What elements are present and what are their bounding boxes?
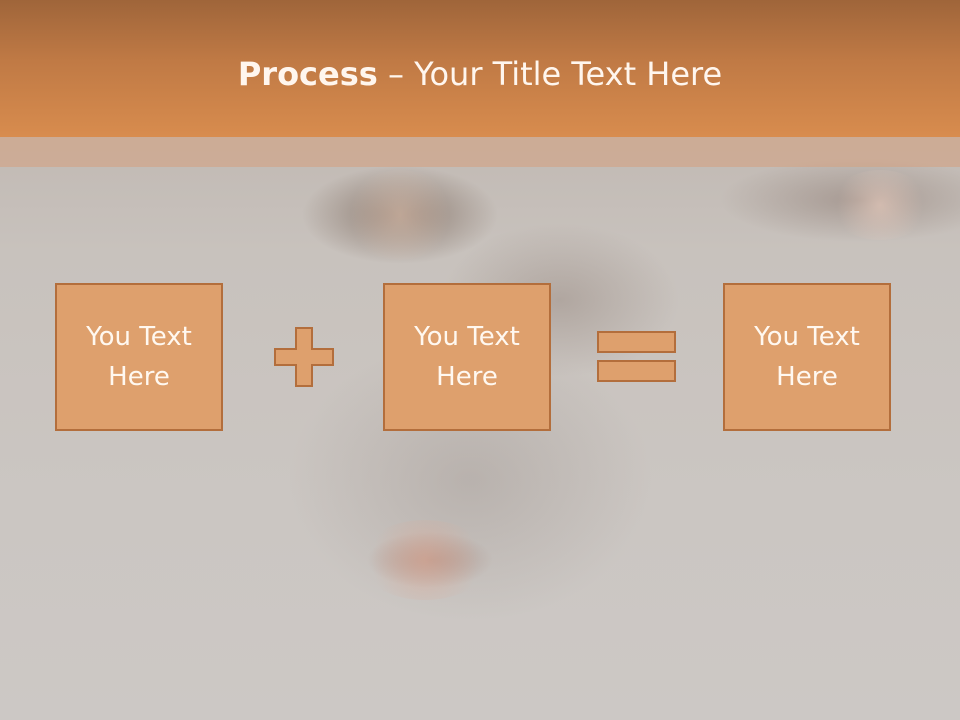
background-photo-detail [345,170,455,260]
title-bar-band [0,137,960,167]
background-photo-detail [360,520,490,600]
process-box-2[interactable]: You Text Here [383,283,551,431]
title-rest-text: – Your Title Text Here [377,55,723,93]
page-title: Process – Your Title Text Here [0,52,960,96]
plus-icon [274,327,334,387]
equals-icon [597,331,676,382]
process-box-text: You Text Here [414,322,520,392]
title-bold-text: Process [237,55,378,93]
process-box-text: You Text Here [86,322,192,392]
process-box-1[interactable]: You Text Here [55,283,223,431]
background-photo-detail [830,170,930,240]
process-box-3[interactable]: You Text Here [723,283,891,431]
title-bar: Process – Your Title Text Here [0,0,960,137]
process-box-text: You Text Here [754,322,860,392]
